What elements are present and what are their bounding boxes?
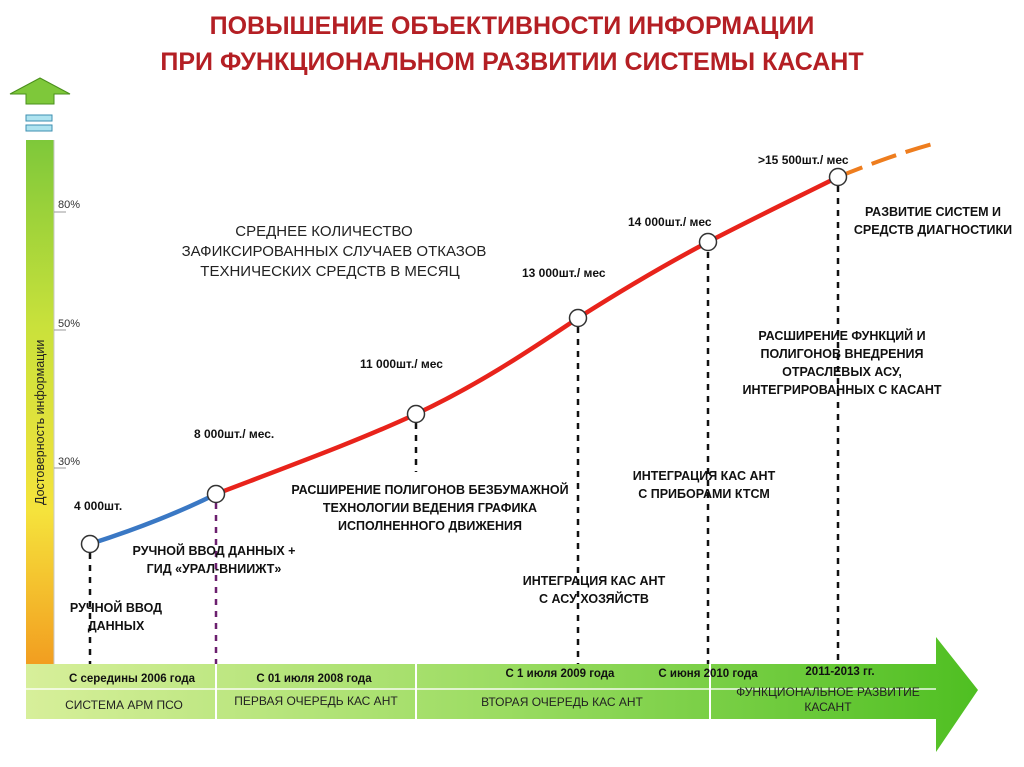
scale-stripe-1 bbox=[25, 114, 53, 122]
phase-second: ВТОРАЯ ОЧЕРЕДЬ КАС АНТ bbox=[481, 695, 643, 709]
annotation-asu: ИНТЕГРАЦИЯ КАС АНТ С АСУ ХОЗЯЙСТВ bbox=[523, 574, 666, 606]
point-11000 bbox=[406, 404, 426, 424]
title-line-1: ПОВЫШЕНИЕ ОБЪЕКТИВНОСТИ ИНФОРМАЦИИ bbox=[210, 12, 815, 40]
scale-stripe-2 bbox=[25, 124, 53, 132]
annotation-line: РАСШИРЕНИЕ ПОЛИГОНОВ БЕЗБУМАЖНОЙ bbox=[291, 482, 568, 497]
drop-lines bbox=[88, 186, 840, 664]
phase-development-line-2: КАСАНТ bbox=[804, 700, 852, 714]
date-2009: С 1 июля 2009 года bbox=[506, 668, 615, 680]
reliability-bar bbox=[26, 140, 54, 670]
point-2009 bbox=[568, 308, 588, 328]
tick-50: 50% bbox=[58, 318, 80, 330]
annotation-manual-input: РУЧНОЙ ВВОД ДАННЫХ bbox=[70, 600, 162, 633]
annotation-line: ИНТЕГРАЦИЯ КАС АНТ bbox=[633, 469, 776, 483]
value-13000: 13 000шт./ мес bbox=[522, 266, 606, 280]
annotation-line: С ПРИБОРАМИ КТСМ bbox=[638, 487, 770, 501]
timeline-arrow bbox=[26, 637, 978, 752]
reliability-scale: 80% 50% 30% Достоверность информации bbox=[9, 77, 80, 670]
point-2006 bbox=[80, 534, 100, 554]
curve-segment-future bbox=[837, 141, 937, 179]
annotation-line: РАСШИРЕНИЕ ФУНКЦИЙ И bbox=[758, 328, 925, 343]
date-2008: С 01 июля 2008 года bbox=[256, 673, 372, 685]
value-4000: 4 000шт. bbox=[74, 499, 122, 513]
annotation-ktsm: ИНТЕГРАЦИЯ КАС АНТ С ПРИБОРАМИ КТСМ bbox=[633, 469, 776, 501]
tick-80: 80% bbox=[58, 199, 80, 211]
title-line-2: ПРИ ФУНКЦИОНАЛЬНОМ РАЗВИТИИ СИСТЕМЫ КАСА… bbox=[160, 48, 863, 76]
annotation-line: ТЕХНОЛОГИИ ВЕДЕНИЯ ГРАФИКА bbox=[323, 501, 537, 515]
caption-line-3: ТЕХНИЧЕСКИХ СРЕДСТВ В МЕСЯЦ bbox=[200, 263, 459, 280]
annotation-line: РУЧНОЙ ВВОД ДАННЫХ + bbox=[133, 543, 296, 558]
annotation-line: СРЕДСТВ ДИАГНОСТИКИ bbox=[854, 223, 1012, 237]
value-11000: 11 000шт./ мес bbox=[360, 357, 443, 371]
annotation-industry-asu: РАСШИРЕНИЕ ФУНКЦИЙ И ПОЛИГОНОВ ВНЕДРЕНИЯ… bbox=[742, 328, 941, 397]
y-axis-label: Достоверность информации bbox=[33, 340, 47, 505]
annotation-diagnostics: РАЗВИТИЕ СИСТЕМ И СРЕДСТВ ДИАГНОСТИКИ bbox=[854, 205, 1012, 237]
annotation-line: ИСПОЛНЕННОГО ДВИЖЕНИЯ bbox=[338, 519, 522, 533]
phase-first: ПЕРВАЯ ОЧЕРЕДЬ КАС АНТ bbox=[234, 694, 398, 708]
point-2008 bbox=[206, 484, 226, 504]
point-2011 bbox=[828, 167, 848, 187]
annotation-line: С АСУ ХОЗЯЙСТВ bbox=[539, 591, 649, 606]
annotation-line: ИНТЕГРИРОВАННЫХ С КАСАНТ bbox=[742, 383, 941, 397]
value-8000: 8 000шт./ мес. bbox=[194, 427, 274, 441]
point-2010 bbox=[698, 232, 718, 252]
value-14000: 14 000шт./ мес bbox=[628, 215, 712, 229]
caption-line-1: СРЕДНЕЕ КОЛИЧЕСТВО bbox=[235, 223, 412, 240]
curve-segment-early bbox=[89, 491, 218, 547]
annotation-line: ИНТЕГРАЦИЯ КАС АНТ bbox=[523, 574, 666, 588]
annotation-line: РУЧНОЙ ВВОД bbox=[70, 600, 162, 615]
value-15500: >15 500шт./ мес bbox=[758, 153, 849, 167]
date-2006: С середины 2006 года bbox=[69, 673, 196, 685]
caption-line-2: ЗАФИКСИРОВАННЫХ СЛУЧАЕВ ОТКАЗОВ bbox=[182, 243, 487, 260]
annotation-line: ГИД «УРАЛ-ВНИИЖТ» bbox=[147, 562, 282, 576]
phase-development-line-1: ФУНКЦИОНАЛЬНОЕ РАЗВИТИЕ bbox=[736, 685, 920, 699]
date-2011-2013: 2011-2013 гг. bbox=[805, 666, 874, 678]
tick-30: 30% bbox=[58, 456, 80, 468]
annotation-line: ДАННЫХ bbox=[88, 619, 145, 633]
annotation-line: ОТРАСЛЕВЫХ АСУ, bbox=[782, 365, 902, 379]
annotation-line: ПОЛИГОНОВ ВНЕДРЕНИЯ bbox=[760, 347, 923, 361]
phase-arm-pso: СИСТЕМА АРМ ПСО bbox=[65, 698, 183, 712]
up-arrow-icon bbox=[9, 77, 71, 105]
annotation-manual-gid: РУЧНОЙ ВВОД ДАННЫХ + ГИД «УРАЛ-ВНИИЖТ» bbox=[133, 543, 296, 576]
annotation-paperless: РАСШИРЕНИЕ ПОЛИГОНОВ БЕЗБУМАЖНОЙ ТЕХНОЛО… bbox=[291, 482, 568, 533]
curve-caption: СРЕДНЕЕ КОЛИЧЕСТВО ЗАФИКСИРОВАННЫХ СЛУЧА… bbox=[182, 223, 487, 280]
timeline: С середины 2006 года С 01 июля 2008 года… bbox=[26, 637, 978, 752]
failure-curve bbox=[80, 141, 937, 554]
annotation-line: РАЗВИТИЕ СИСТЕМ И bbox=[865, 205, 1001, 219]
date-2010: С июня 2010 года bbox=[658, 668, 758, 680]
